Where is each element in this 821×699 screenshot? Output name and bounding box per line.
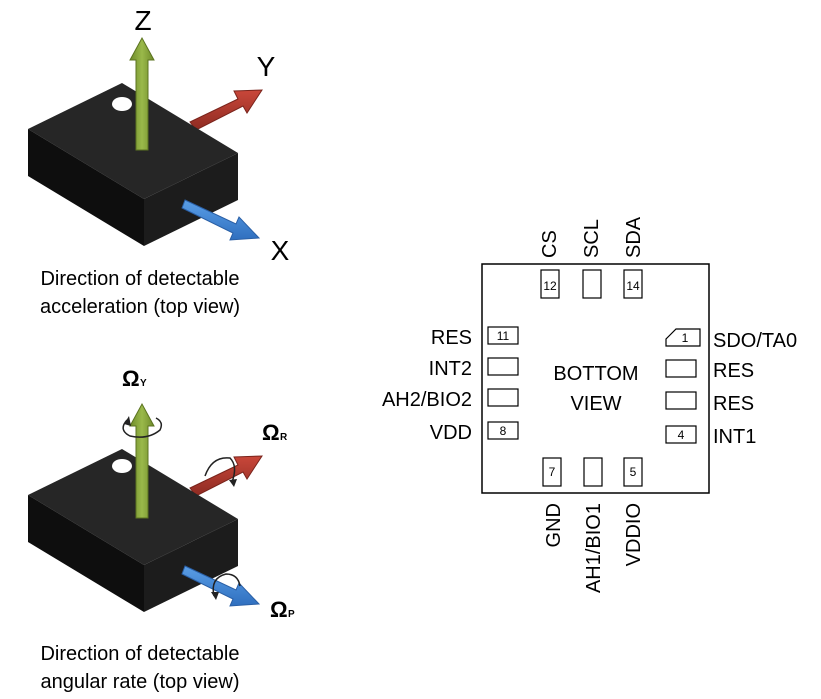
pin-label-int2: INT2 — [429, 358, 472, 380]
sensor-chip-bottom — [28, 449, 238, 612]
yaw-rotation-head — [124, 416, 131, 426]
pad-8-number: 8 — [500, 424, 507, 438]
pin-label-res-right-1: RES — [713, 360, 754, 382]
gyro-caption-line2: angular rate (top view) — [41, 671, 240, 693]
y-axis-arrow — [189, 89, 263, 131]
pad-4-number: 4 — [678, 428, 685, 442]
package-outline — [481, 263, 710, 494]
chip-right-face — [144, 519, 238, 612]
pad-7-number: 7 — [549, 465, 556, 479]
yaw-axis-arrow — [129, 402, 155, 519]
pad-2 — [665, 359, 697, 378]
pad-3 — [665, 391, 697, 410]
pad-4 — [665, 425, 697, 444]
roll-rotation-arrow — [204, 457, 236, 483]
pad-12-number: 12 — [543, 279, 557, 293]
pin-label-scl: SCL — [581, 219, 603, 258]
omega-p-subscript: P — [288, 609, 295, 620]
pad-13 — [582, 269, 602, 299]
x-axis-label: X — [271, 235, 290, 266]
roll-axis-arrow — [189, 455, 263, 497]
pin-label-sda: SDA — [623, 216, 645, 258]
pin-label-res-right-2: RES — [713, 393, 754, 415]
omega-r-symbol: Ω — [262, 420, 280, 445]
pitch-rotation-arrow — [212, 573, 241, 597]
y-axis-label: Y — [257, 51, 276, 82]
accel-caption-line2: acceleration (top view) — [40, 296, 240, 318]
chip-top-face — [28, 83, 238, 199]
pad-11-number: 11 — [497, 329, 510, 343]
pin1-marker-dot — [112, 97, 132, 111]
pad-7 — [542, 457, 562, 487]
pad-14-number: 14 — [626, 279, 640, 293]
pad-8 — [487, 421, 519, 440]
omega-p-symbol: Ω — [270, 597, 288, 622]
x-axis-arrow — [181, 199, 261, 241]
pad-12 — [540, 269, 560, 299]
chip-left-face — [28, 495, 144, 612]
accel-figure: Z Y X Direction of detectable accelerati… — [28, 5, 290, 318]
gyro-figure: Ω Y Ω R Ω P Direction of detectable angu… — [28, 366, 295, 693]
bottom-view-line1: BOTTOM — [553, 363, 638, 385]
omega-r-subscript: R — [280, 432, 288, 443]
pin-label-vdd: VDD — [430, 422, 472, 444]
pin1-marker-dot — [112, 459, 132, 473]
pinout-diagram: BOTTOM VIEW 12 14 CS SCL SDA 11 8 RES IN… — [382, 216, 797, 593]
pad-5-number: 5 — [630, 465, 637, 479]
pin-label-cs: CS — [539, 230, 561, 258]
bottom-view-line2: VIEW — [570, 393, 621, 415]
pad-10 — [487, 357, 519, 376]
pin-label-ah2-bio2: AH2/BIO2 — [382, 389, 472, 411]
gyro-caption-line1: Direction of detectable — [40, 643, 239, 665]
sensor-chip-top — [28, 83, 238, 246]
pin-label-vddio: VDDIO — [623, 503, 645, 566]
z-axis-label: Z — [134, 5, 151, 36]
pin-label-ah1-bio1: AH1/BIO1 — [583, 503, 605, 593]
pad-1-number: 1 — [682, 331, 689, 345]
pitch-axis-arrow — [181, 565, 261, 607]
chip-left-face — [28, 129, 144, 246]
yaw-rotation-arrow — [122, 417, 163, 438]
accel-caption-line1: Direction of detectable — [40, 268, 239, 290]
omega-y-subscript: Y — [140, 378, 147, 389]
pad-5 — [623, 457, 643, 487]
pad-11 — [487, 326, 519, 345]
omega-y-symbol: Ω — [122, 366, 140, 391]
pin-label-gnd: GND — [543, 503, 565, 547]
pad-9 — [487, 388, 519, 407]
pad-14 — [623, 269, 643, 299]
chip-right-face — [144, 153, 238, 246]
pin-label-sdo-ta0: SDO/TA0 — [713, 330, 797, 352]
roll-rotation-head — [229, 479, 237, 487]
chip-top-face — [28, 449, 238, 565]
pin-label-int1: INT1 — [713, 426, 756, 448]
pad-6 — [583, 457, 603, 487]
z-axis-arrow — [129, 36, 155, 151]
pad-1 — [665, 328, 701, 347]
pitch-rotation-head — [211, 592, 219, 600]
pin-label-res-left: RES — [431, 327, 472, 349]
